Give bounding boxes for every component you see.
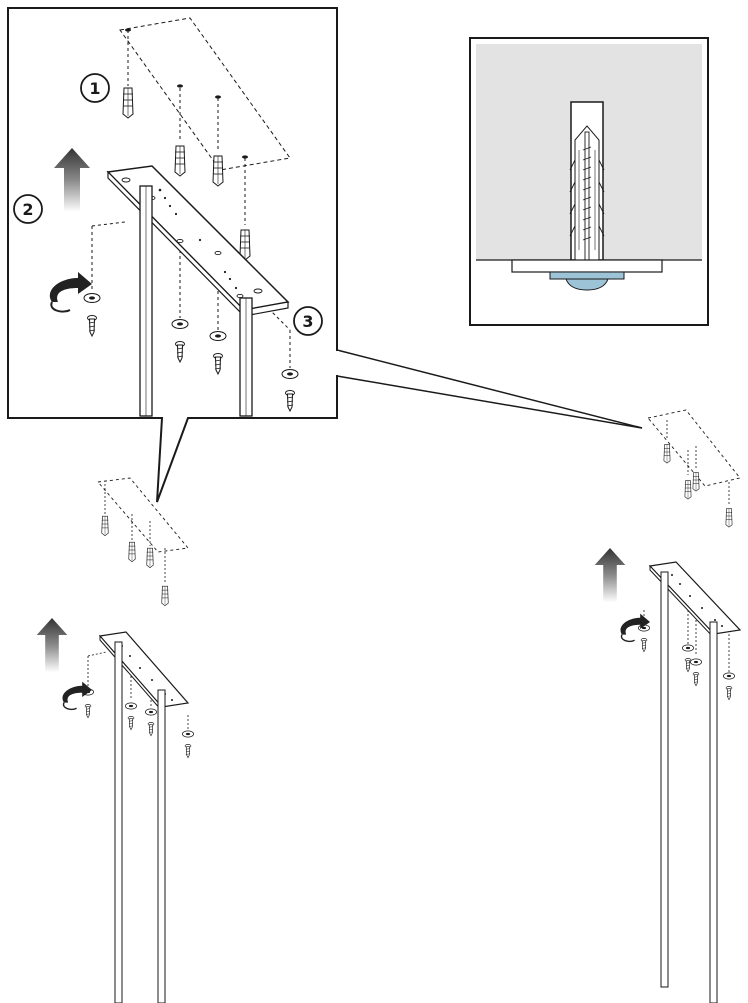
wall-plug-icon <box>725 508 733 528</box>
wall-plug-icon <box>212 155 224 187</box>
washer-icon <box>209 331 227 341</box>
screw-icon <box>184 744 192 759</box>
wall-plug-icon <box>161 585 169 607</box>
step-2-marker: 2 <box>13 194 43 224</box>
step-number: 1 <box>89 79 100 98</box>
wall-plug-icon <box>128 541 136 563</box>
washer-icon <box>125 702 137 710</box>
wall-plug-icon <box>146 547 154 569</box>
right-assembly-view <box>594 409 742 1003</box>
screw-icon <box>725 686 733 701</box>
step-1-marker: 1 <box>80 73 110 103</box>
screw-icon <box>640 638 648 653</box>
wall-plug-icon <box>122 87 134 119</box>
step-number: 3 <box>302 312 313 331</box>
detail-callout: 1 2 3 <box>7 7 643 503</box>
wall-plug-icon <box>101 515 109 537</box>
washer-icon <box>182 730 194 738</box>
wall-plug-icon <box>692 472 700 492</box>
callout-pointer-line <box>336 375 643 429</box>
washer-icon <box>145 708 157 716</box>
anchor-cross-section <box>469 37 709 326</box>
up-arrow-icon <box>594 548 626 603</box>
washer-icon <box>281 369 299 379</box>
wall-plug-icon <box>684 480 692 500</box>
screw-icon <box>565 278 609 291</box>
screw-icon <box>147 722 155 737</box>
up-arrow-icon <box>36 618 68 673</box>
screw-icon <box>692 672 700 687</box>
washer-icon <box>682 644 694 652</box>
washer-icon <box>723 672 735 680</box>
washer-icon <box>690 658 702 666</box>
left-assembly-view <box>36 477 194 1003</box>
washer-icon <box>171 319 189 329</box>
screw-icon <box>127 716 135 731</box>
washer-icon <box>549 271 625 280</box>
wall-plug-icon <box>663 444 671 464</box>
step-number: 2 <box>22 200 33 219</box>
screw-icon <box>84 704 92 719</box>
washer-icon <box>83 293 101 303</box>
wall-plug-icon <box>174 145 186 177</box>
screw-icon <box>684 658 692 673</box>
callout-pointer-line <box>336 349 643 429</box>
step-3-marker: 3 <box>293 306 323 336</box>
